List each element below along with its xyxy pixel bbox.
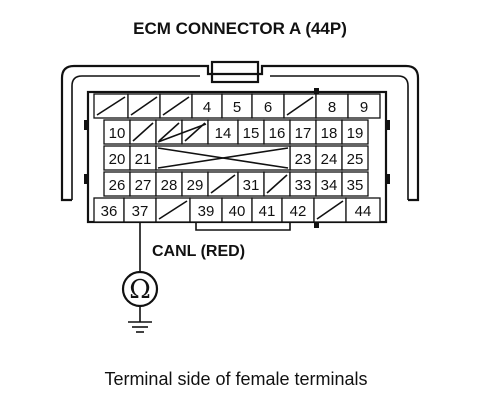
- terminal-number: 18: [321, 125, 338, 142]
- big-slash: [157, 123, 207, 143]
- empty-terminal-slash: [162, 96, 190, 116]
- terminal-number: 35: [347, 177, 364, 194]
- empty-terminal-slash: [266, 174, 288, 194]
- empty-terminal-slash: [210, 174, 236, 194]
- terminal-number: 5: [233, 99, 241, 116]
- terminal-number: 25: [347, 151, 364, 168]
- terminal-number: 31: [243, 177, 260, 194]
- crossover-line-b: [157, 147, 289, 169]
- terminal-cell: [103, 145, 131, 171]
- terminal-cell: [103, 119, 131, 145]
- empty-terminal-slash: [96, 96, 126, 116]
- terminal-number: 28: [161, 177, 178, 194]
- left-tab-top: [84, 120, 89, 130]
- terminal-number: 21: [135, 151, 152, 168]
- terminal-number: 15: [243, 125, 260, 142]
- terminal-cell: [155, 171, 183, 197]
- terminal-number: 27: [135, 177, 152, 194]
- right-leg: [408, 198, 420, 202]
- terminal-cell: [315, 93, 349, 119]
- empty-terminal-slash: [316, 200, 344, 220]
- terminal-number: 42: [290, 203, 307, 220]
- terminal-number: 9: [360, 99, 368, 116]
- terminal-cell: [189, 197, 223, 223]
- terminal-cell: [315, 171, 343, 197]
- ground-icon: [128, 321, 152, 333]
- terminal-number: 37: [132, 203, 149, 220]
- top-latch: [210, 60, 260, 84]
- terminal-cell: [345, 197, 381, 223]
- terminal-number: 34: [321, 177, 338, 194]
- terminal-cell: [263, 119, 291, 145]
- terminal-number: 24: [321, 151, 338, 168]
- right-tab-bottom: [385, 174, 390, 184]
- top-tab: [314, 88, 319, 94]
- terminal-number: 36: [101, 203, 118, 220]
- terminal-cell: [221, 93, 253, 119]
- terminal-number: 44: [355, 203, 372, 220]
- empty-terminal-slash: [286, 96, 314, 116]
- terminal-number: 33: [295, 177, 312, 194]
- left-tab-bottom: [84, 174, 89, 184]
- connector-shroud-inner: [71, 75, 409, 200]
- terminal-number: 8: [328, 99, 336, 116]
- diagram-caption: Terminal side of female terminals: [104, 369, 367, 389]
- terminal-number: 41: [259, 203, 276, 220]
- terminal-number: 17: [295, 125, 312, 142]
- terminal-cell: [251, 93, 285, 119]
- terminal-number: 10: [109, 125, 126, 142]
- probe-label: CANL (RED): [152, 243, 245, 260]
- terminal-cell: [315, 145, 343, 171]
- empty-terminal-slash: [132, 122, 154, 142]
- terminal-cell: [129, 145, 157, 171]
- bottom-tab: [314, 220, 319, 228]
- terminal-cell: [251, 197, 283, 223]
- empty-terminal-slash: [130, 96, 158, 116]
- terminal-cell: [237, 119, 265, 145]
- terminal-cell: [221, 197, 253, 223]
- terminal-cell: [207, 119, 239, 145]
- terminal-number: 19: [347, 125, 364, 142]
- terminal-grid: 4 5 6 8 9 10 14 15 16 17 18 19 20 21 23 24 25 26 27 28 29 31 3…: [93, 93, 381, 223]
- bottom-bridge: [195, 222, 291, 231]
- terminal-number: 39: [198, 203, 215, 220]
- terminal-number: 23: [295, 151, 312, 168]
- terminal-cell: [181, 171, 209, 197]
- terminal-cell: [347, 93, 381, 119]
- terminal-cell: [341, 171, 369, 197]
- ohm-symbol: Ω: [129, 275, 151, 305]
- terminal-number: 20: [109, 151, 126, 168]
- connector-shroud: [60, 64, 420, 198]
- terminal-number: 40: [229, 203, 246, 220]
- terminal-number: 14: [215, 125, 232, 142]
- terminal-number: 29: [187, 177, 204, 194]
- terminal-number: 6: [264, 99, 272, 116]
- diagram-title: ECM CONNECTOR A (44P): [133, 19, 347, 38]
- terminal-number: 16: [269, 125, 286, 142]
- empty-terminal-slash: [158, 200, 188, 220]
- terminal-cell: [341, 119, 369, 145]
- terminal-number: 26: [109, 177, 126, 194]
- terminal-number: 4: [203, 99, 211, 116]
- terminal-cell: [289, 119, 317, 145]
- right-tab-top: [385, 120, 390, 130]
- empty-terminal-slash: [158, 122, 180, 142]
- left-leg: [60, 198, 72, 202]
- terminal-cell: [123, 197, 157, 223]
- terminal-cell: [341, 145, 369, 171]
